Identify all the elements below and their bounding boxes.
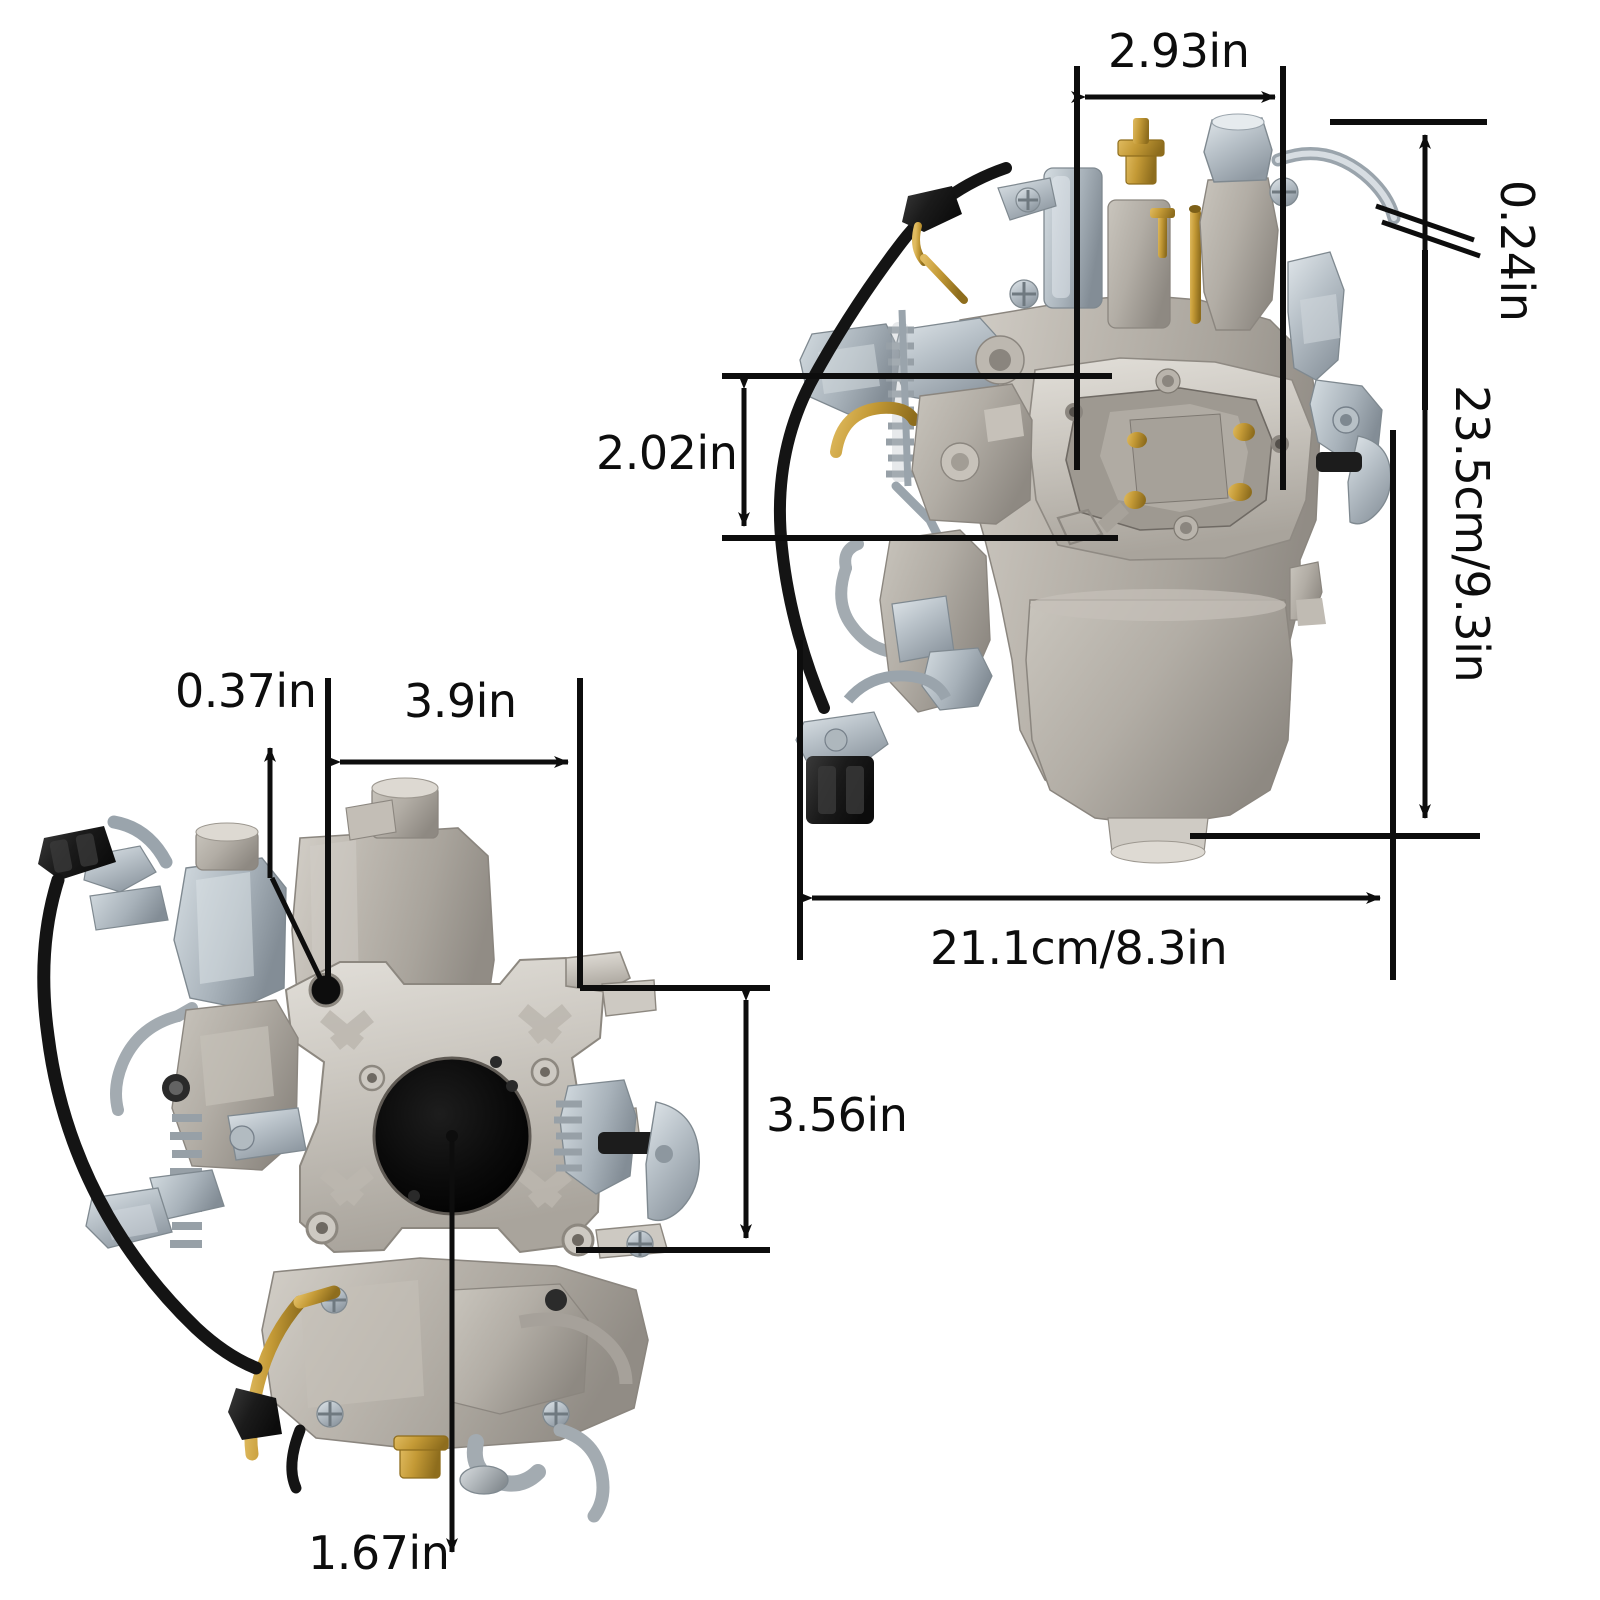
dim-label-overall-height: 23.5cm/9.3in	[1445, 385, 1499, 683]
dim-label-flange-depth: 3.56in	[766, 1088, 908, 1142]
dim-1-67in-geometry	[446, 1130, 458, 1553]
dim-0-24in-geometry	[1330, 119, 1487, 410]
carburetor-top-view	[37, 777, 700, 1523]
dim-3-9in-geometry	[325, 678, 583, 1000]
dim-23-5cm-geometry	[1190, 410, 1480, 980]
dim-label-bolt-offset: 0.37in	[175, 664, 317, 718]
dim-2-93in-geometry	[1071, 66, 1286, 490]
dim-label-overall-width: 21.1cm/8.3in	[930, 921, 1228, 975]
dim-label-tube-diameter: 0.24in	[1490, 180, 1544, 322]
dim-21-1cm-geometry	[797, 430, 1396, 980]
dim-3-56in-geometry	[576, 985, 770, 1253]
carburetor-side-view	[773, 113, 1401, 864]
dim-label-flange-width: 3.9in	[404, 674, 517, 728]
dim-label-top-view-width: 2.93in	[1108, 24, 1250, 78]
dim-2-02in-geometry	[722, 373, 1118, 541]
dim-label-flange-height: 2.02in	[596, 426, 738, 480]
dim-label-bowl-drop: 1.67in	[308, 1526, 450, 1580]
